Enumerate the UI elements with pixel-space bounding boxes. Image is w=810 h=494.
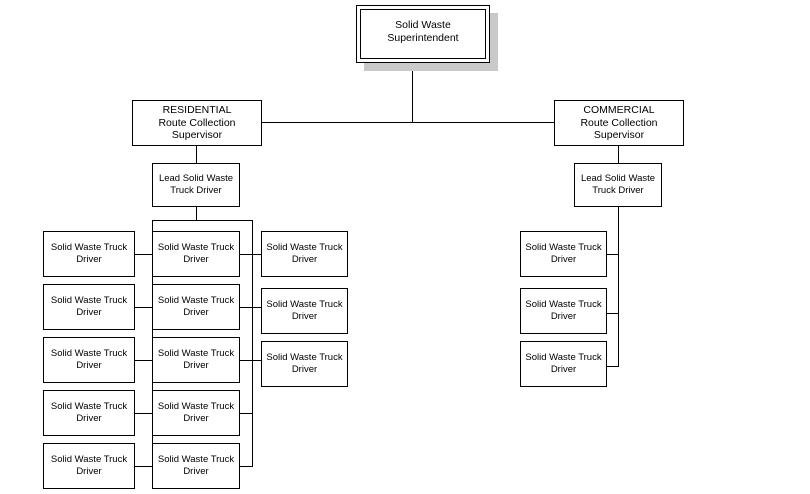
driver-label: Solid Waste Truck Driver bbox=[525, 299, 602, 322]
node-residential-supervisor[interactable]: RESIDENTIAL Route Collection Supervisor bbox=[132, 100, 262, 146]
connector-left-stub-1 bbox=[135, 254, 153, 255]
node-driver[interactable]: Solid Waste Truck Driver bbox=[43, 390, 135, 436]
node-commercial-supervisor[interactable]: COMMERCIAL Route Collection Supervisor bbox=[554, 100, 684, 146]
connector-left-stub-5 bbox=[135, 466, 153, 467]
connector-commercial-column-spine bbox=[618, 254, 619, 366]
connector-root-vertical bbox=[412, 63, 413, 123]
node-driver[interactable]: Solid Waste Truck Driver bbox=[152, 443, 240, 489]
connector-commercial-to-lead bbox=[618, 146, 619, 163]
connector-residential-to-lead bbox=[196, 146, 197, 163]
connector-left-stub-3 bbox=[135, 360, 153, 361]
connector-right-column-spine bbox=[252, 220, 253, 466]
connector-residential-top-bar bbox=[152, 220, 253, 221]
node-solid-waste-superintendent[interactable]: Solid Waste Superintendent bbox=[356, 5, 490, 63]
driver-label: Solid Waste Truck Driver bbox=[157, 454, 235, 477]
node-driver[interactable]: Solid Waste Truck Driver bbox=[520, 288, 607, 334]
driver-label: Solid Waste Truck Driver bbox=[50, 295, 128, 318]
driver-label: Solid Waste Truck Driver bbox=[50, 454, 128, 477]
connector-col3-stub-2 bbox=[240, 307, 262, 308]
node-driver[interactable]: Solid Waste Truck Driver bbox=[261, 231, 348, 277]
connector-lead-residential-down bbox=[196, 207, 197, 220]
driver-label: Solid Waste Truck Driver bbox=[157, 295, 235, 318]
driver-label: Solid Waste Truck Driver bbox=[266, 299, 343, 322]
driver-label: Solid Waste Truck Driver bbox=[50, 401, 128, 424]
connector-commercial-stub-1 bbox=[606, 254, 619, 255]
node-driver[interactable]: Solid Waste Truck Driver bbox=[152, 390, 240, 436]
driver-label: Solid Waste Truck Driver bbox=[157, 348, 235, 371]
root-inner-border: Solid Waste Superintendent bbox=[360, 9, 486, 59]
lead-residential-label: Lead Solid Waste Truck Driver bbox=[158, 173, 234, 196]
node-driver[interactable]: Solid Waste Truck Driver bbox=[43, 443, 135, 489]
node-driver[interactable]: Solid Waste Truck Driver bbox=[261, 341, 348, 387]
driver-label: Solid Waste Truck Driver bbox=[157, 242, 235, 265]
connector-commercial-stub-2 bbox=[606, 313, 619, 314]
driver-label: Solid Waste Truck Driver bbox=[157, 401, 235, 424]
lead-commercial-label: Lead Solid Waste Truck Driver bbox=[580, 173, 656, 196]
node-lead-driver-commercial[interactable]: Lead Solid Waste Truck Driver bbox=[574, 163, 662, 207]
driver-label: Solid Waste Truck Driver bbox=[525, 352, 602, 375]
driver-label: Solid Waste Truck Driver bbox=[266, 352, 343, 375]
connector-left-stub-4 bbox=[135, 413, 153, 414]
node-driver[interactable]: Solid Waste Truck Driver bbox=[43, 231, 135, 277]
connector-col3-stub-3 bbox=[240, 360, 262, 361]
connector-commercial-stub-3 bbox=[606, 366, 619, 367]
connector-col3-stub-5 bbox=[240, 466, 253, 467]
node-driver[interactable]: Solid Waste Truck Driver bbox=[152, 337, 240, 383]
node-driver[interactable]: Solid Waste Truck Driver bbox=[152, 231, 240, 277]
connector-col3-stub-1 bbox=[240, 254, 262, 255]
driver-label: Solid Waste Truck Driver bbox=[525, 242, 602, 265]
node-driver[interactable]: Solid Waste Truck Driver bbox=[43, 337, 135, 383]
node-lead-driver-residential[interactable]: Lead Solid Waste Truck Driver bbox=[152, 163, 240, 207]
connector-supervisor-bus bbox=[262, 122, 554, 123]
node-driver[interactable]: Solid Waste Truck Driver bbox=[261, 288, 348, 334]
driver-label: Solid Waste Truck Driver bbox=[50, 348, 128, 371]
node-driver[interactable]: Solid Waste Truck Driver bbox=[520, 231, 607, 277]
connector-left-stub-2 bbox=[135, 307, 153, 308]
connector-lead-commercial-down bbox=[618, 207, 619, 254]
residential-supervisor-label: RESIDENTIAL Route Collection Supervisor bbox=[158, 103, 236, 142]
driver-label: Solid Waste Truck Driver bbox=[266, 242, 343, 265]
node-driver[interactable]: Solid Waste Truck Driver bbox=[152, 284, 240, 330]
root-label: Solid Waste Superintendent bbox=[387, 19, 459, 44]
connector-col3-stub-4 bbox=[240, 413, 253, 414]
driver-label: Solid Waste Truck Driver bbox=[50, 242, 128, 265]
commercial-supervisor-label: COMMERCIAL Route Collection Supervisor bbox=[580, 103, 658, 142]
node-driver[interactable]: Solid Waste Truck Driver bbox=[43, 284, 135, 330]
node-driver[interactable]: Solid Waste Truck Driver bbox=[520, 341, 607, 387]
